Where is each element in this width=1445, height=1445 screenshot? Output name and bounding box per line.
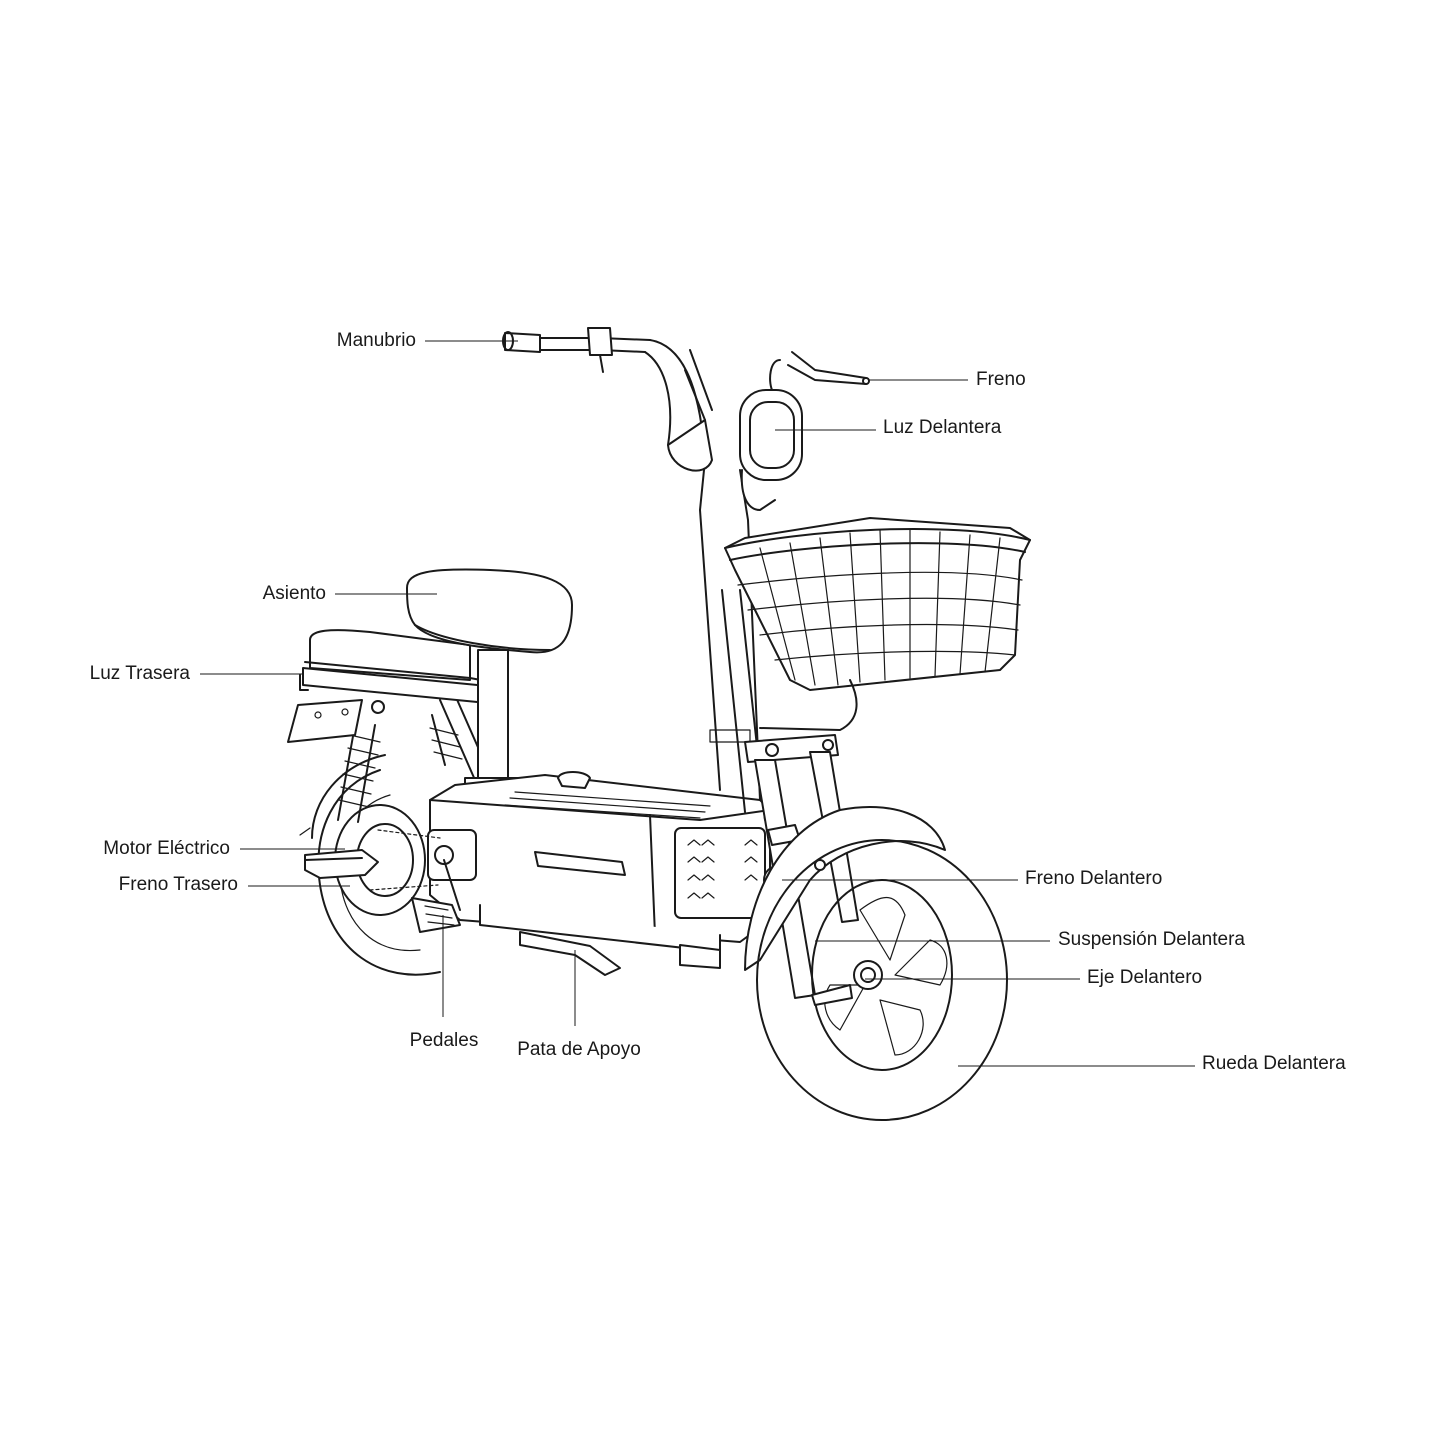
label-rueda-delantera: Rueda Delantera — [1202, 1053, 1346, 1074]
handlebar — [502, 327, 870, 472]
label-pata-de-apoyo: Pata de Apoyo — [517, 1039, 641, 1060]
label-freno: Freno — [976, 369, 1026, 390]
scooter-illustration — [287, 327, 1031, 1121]
seat — [406, 568, 573, 791]
pedal — [411, 859, 461, 933]
label-freno-delantero: Freno Delantero — [1025, 868, 1162, 889]
labels: Manubrio Freno Luz Delantera Asiento Luz… — [90, 330, 1346, 1074]
kickstand — [519, 931, 621, 976]
front-fender — [744, 806, 946, 971]
label-asiento: Asiento — [263, 583, 326, 604]
label-luz-trasera: Luz Trasera — [90, 663, 191, 684]
chain — [369, 829, 441, 891]
label-suspension-delantera: Suspensión Delantera — [1058, 929, 1245, 950]
headlight — [739, 389, 803, 511]
label-eje-delantero: Eje Delantero — [1087, 967, 1202, 988]
label-pedales: Pedales — [410, 1030, 479, 1051]
label-motor-electrico: Motor Eléctrico — [103, 838, 230, 859]
label-luz-delantera: Luz Delantera — [883, 417, 1002, 438]
basket — [724, 517, 1031, 731]
leader-lines — [200, 340, 1195, 1067]
label-manubrio: Manubrio — [337, 330, 416, 351]
label-freno-trasero: Freno Trasero — [119, 874, 238, 895]
body-deck — [427, 771, 771, 969]
